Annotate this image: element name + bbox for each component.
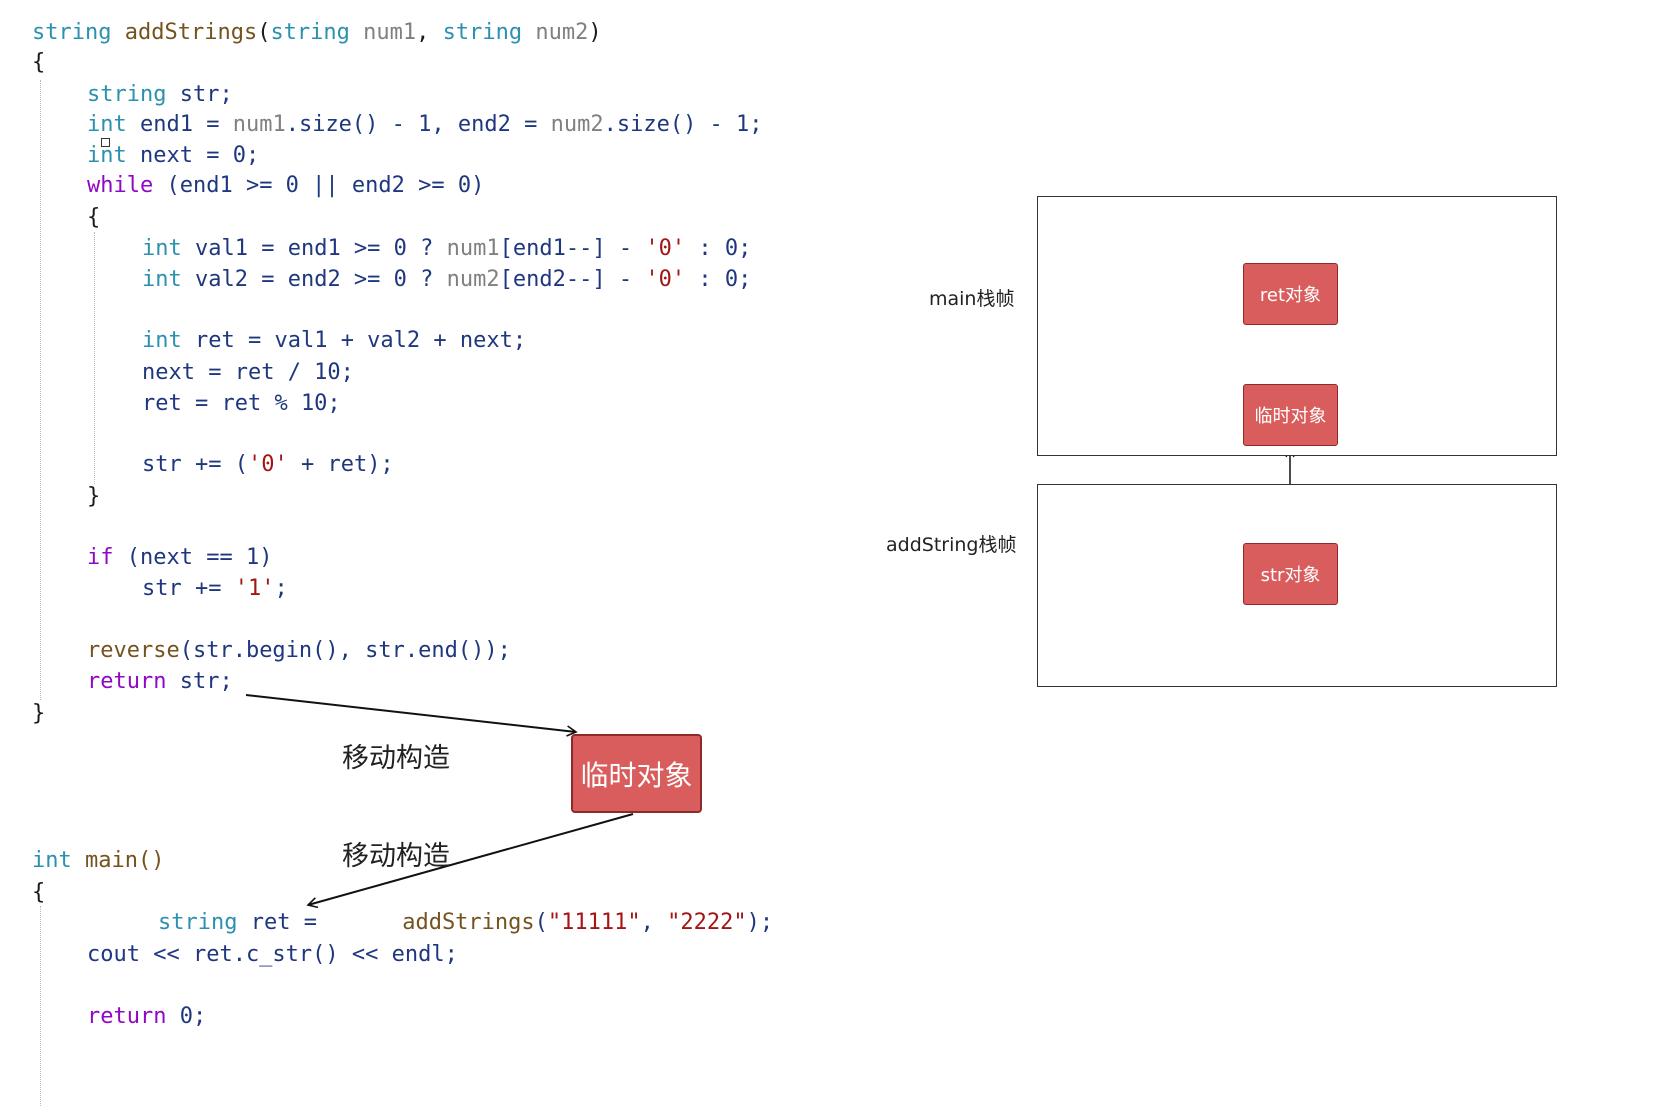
statement: .size() - 1, end2 = (285, 112, 551, 137)
statement: ret = (237, 910, 331, 935)
code-line-if: if (next == 1) (87, 543, 272, 573)
statement: : 0; (685, 267, 752, 292)
statement: 0; (166, 1004, 207, 1029)
control-keyword: return (87, 669, 167, 694)
statement: val2 = end2 >= 0 ? (181, 267, 447, 292)
control-keyword: return (87, 1004, 167, 1029)
type-keyword: string (87, 82, 167, 107)
paren: ( (257, 20, 271, 45)
param-name: num1 (232, 112, 286, 137)
code-line-reverse: reverse(str.begin(), str.end()); (87, 636, 511, 666)
code-line-while: while (end1 >= 0 || end2 >= 0) (87, 171, 484, 201)
function-name: addStrings (124, 20, 258, 45)
function-name: reverse (87, 638, 180, 663)
statement: ret = val1 + val2 + next; (181, 328, 527, 353)
statement: val1 = end1 >= 0 ? (181, 236, 447, 261)
statement: + ret); (287, 452, 394, 477)
type-keyword: int (87, 112, 127, 137)
code-line-open-brace: { (32, 50, 46, 75)
type-keyword: int (142, 236, 182, 261)
type-keyword: string (158, 910, 238, 935)
statement: next = 0; (126, 143, 260, 168)
move-construct-label-2: 移动构造 (342, 841, 450, 872)
statement: .size() - 1; (603, 112, 763, 137)
function-name: main() (71, 848, 165, 873)
statement: str += (142, 576, 235, 601)
main-frame-label: main栈帧 (929, 288, 1015, 310)
type-keyword: int (87, 143, 127, 168)
statement: ); (746, 910, 774, 935)
code-line-end-decl: int end1 = num1.size() - 1, end2 = num2.… (87, 110, 763, 140)
statement: : 0; (685, 236, 752, 261)
statement: (str.begin(), str.end()); (179, 638, 511, 663)
code-line-str-decl: string str; (87, 80, 233, 110)
statement: [end1--] - (499, 236, 646, 261)
char-literal: '0' (645, 267, 686, 292)
code-line-ret-decl: int ret = val1 + val2 + next; (142, 326, 526, 356)
statement: end1 = (126, 112, 233, 137)
statement: , (640, 910, 668, 935)
statement: str; (166, 82, 233, 107)
code-line-val2: int val2 = end2 >= 0 ? num2[end2--] - '0… (142, 265, 751, 295)
move-arrow-temp-to-ret (306, 813, 634, 909)
statement: ( (534, 910, 548, 935)
code-line-while-open: { (87, 205, 101, 230)
temp-object-small-box: 临时对象 (1243, 384, 1338, 446)
param-name: num2 (535, 20, 589, 45)
char-literal: '0' (247, 452, 288, 477)
temp-object-box: 临时对象 (571, 734, 702, 813)
type-keyword: int (32, 848, 72, 873)
statement: ; (274, 576, 288, 601)
param-name: num2 (446, 267, 500, 292)
code-line-str-append: str += ('0' + ret); (142, 450, 394, 480)
code-line-signature: string addStrings(string num1, string nu… (32, 18, 602, 48)
char-literal: '0' (645, 236, 686, 261)
str-object-box: str对象 (1243, 543, 1338, 605)
param-name: num2 (550, 112, 604, 137)
indent-guide (40, 80, 41, 700)
indent-guide (94, 232, 95, 484)
indent-guide (40, 906, 41, 1106)
paren: ) (588, 20, 602, 45)
return-type: string (32, 20, 112, 45)
code-line-if-body: str += '1'; (142, 574, 288, 604)
code-panel: string addStrings(string num1, string nu… (32, 18, 773, 1106)
code-line-main-open-brace: { (32, 880, 46, 905)
code-line-return-str: return str; (87, 667, 233, 697)
ret-object-box: ret对象 (1243, 263, 1338, 325)
string-literal: "2222" (667, 910, 747, 935)
code-line-while-close: } (87, 484, 101, 509)
statement: str += ( (142, 452, 248, 477)
code-line-main-signature: int main() (32, 846, 164, 876)
code-line-main-return: return 0; (87, 1002, 206, 1032)
comma: , (416, 20, 443, 45)
code-line-ret-assign: ret = ret % 10; (142, 391, 341, 416)
statement: str; (166, 669, 233, 694)
string-literal: "11111" (547, 910, 641, 935)
code-line-main-cout: cout << ret.c_str() << endl; (87, 942, 458, 967)
param-type: string (270, 20, 350, 45)
statement: [end2--] - (499, 267, 646, 292)
code-line-next-assign: next = ret / 10; (142, 360, 354, 385)
type-keyword: int (142, 267, 182, 292)
param-name: num1 (363, 20, 417, 45)
move-construct-label-1: 移动构造 (342, 743, 450, 774)
type-keyword: int (142, 328, 182, 353)
control-keyword: while (87, 173, 154, 198)
function-name: addStrings (402, 910, 535, 935)
code-line-main-decl: string ret = addStrings("11111", "2222")… (158, 908, 773, 938)
statement: (next == 1) (113, 545, 273, 570)
addstring-frame-label: addString栈帧 (886, 534, 1017, 556)
statement: (end1 >= 0 || end2 >= 0) (153, 173, 485, 198)
code-line-next-decl: int next = 0; (87, 141, 259, 171)
code-line-close-brace: } (32, 701, 46, 726)
move-arrow-return-to-temp (245, 694, 578, 737)
code-line-val1: int val1 = end1 >= 0 ? num1[end1--] - '0… (142, 234, 751, 264)
char-literal: '1' (234, 576, 275, 601)
text-cursor-marker (101, 138, 110, 147)
param-type: string (442, 20, 523, 45)
control-keyword: if (87, 545, 114, 570)
param-name: num1 (446, 236, 500, 261)
